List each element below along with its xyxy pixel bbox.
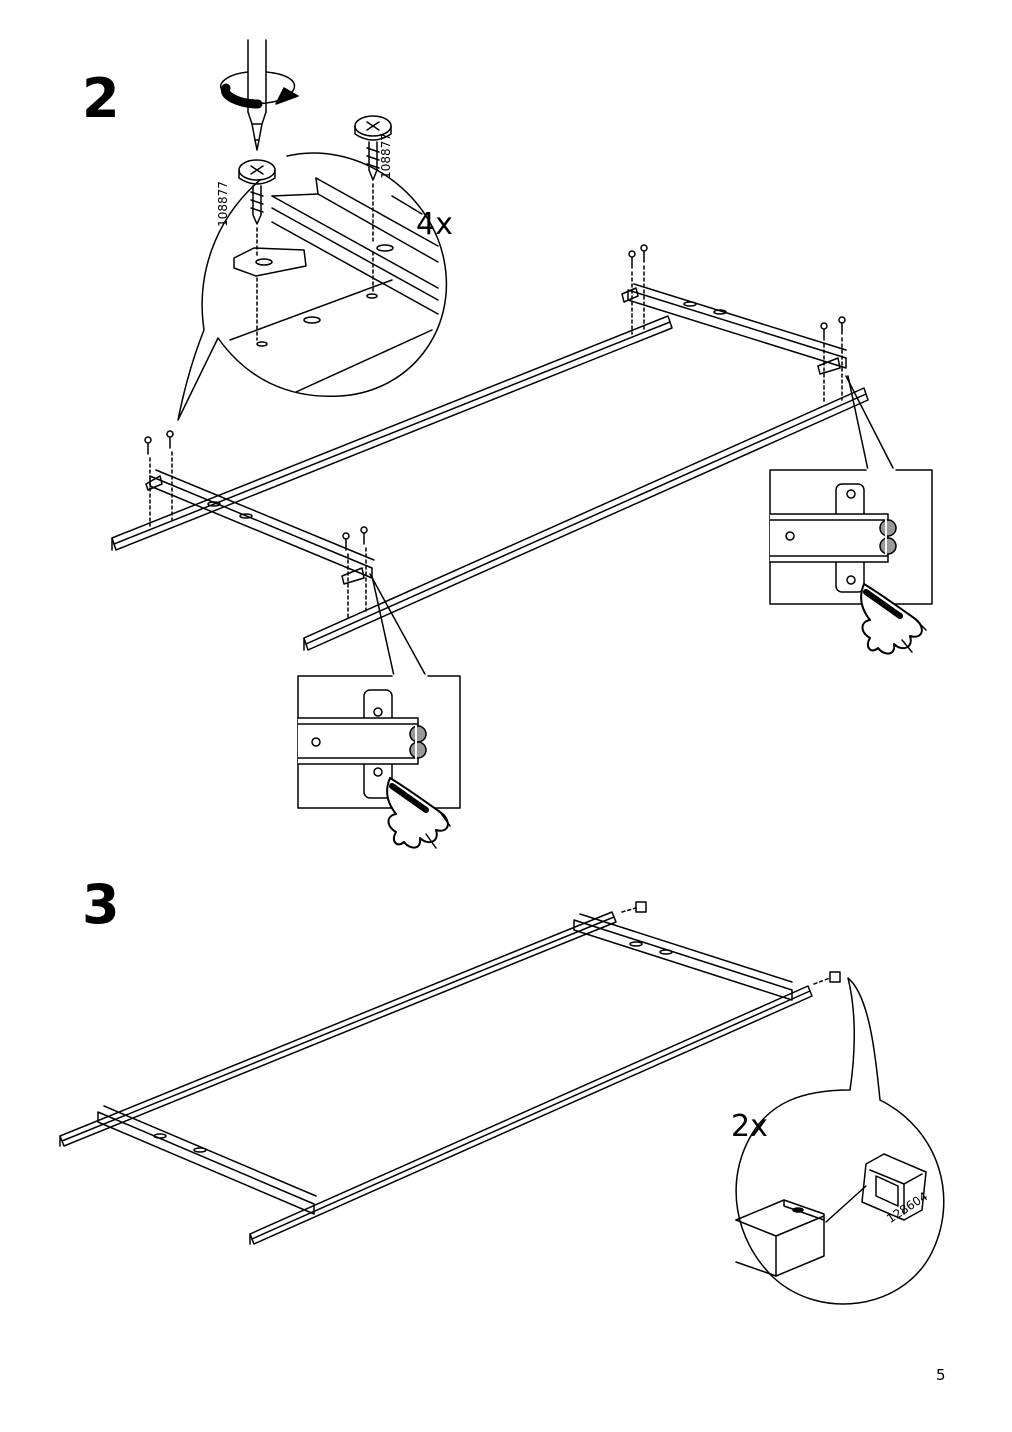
step-number: 3	[82, 873, 120, 936]
screwdriver-icon	[219, 39, 299, 151]
cross-rail	[145, 469, 375, 585]
step3-illustration	[59, 901, 945, 1305]
detail-box	[769, 375, 933, 605]
side-rail	[59, 911, 617, 1147]
hand-icon	[860, 583, 927, 655]
step-number: 2	[82, 67, 120, 130]
cross-rail	[573, 913, 793, 1001]
quantity-label: 2x	[731, 1109, 768, 1144]
step2-illustration	[111, 39, 933, 849]
page-number: 5	[936, 1366, 946, 1384]
screw-icon	[354, 115, 392, 181]
cross-rail	[621, 283, 847, 375]
detail-magnifier	[177, 152, 448, 421]
quantity-label: 4x	[416, 207, 453, 242]
hand-icon	[386, 777, 451, 849]
side-rail	[249, 985, 813, 1245]
part-number: 108877	[378, 133, 393, 179]
end-cap-icon	[621, 901, 841, 985]
side-rail	[111, 315, 673, 551]
screw-icon	[144, 244, 846, 621]
cross-rail	[97, 1105, 317, 1215]
detail-magnifier	[735, 977, 945, 1305]
side-rail	[303, 387, 869, 651]
part-number: 108877	[215, 181, 230, 227]
screw-icon	[238, 159, 276, 225]
detail-box	[297, 573, 461, 809]
